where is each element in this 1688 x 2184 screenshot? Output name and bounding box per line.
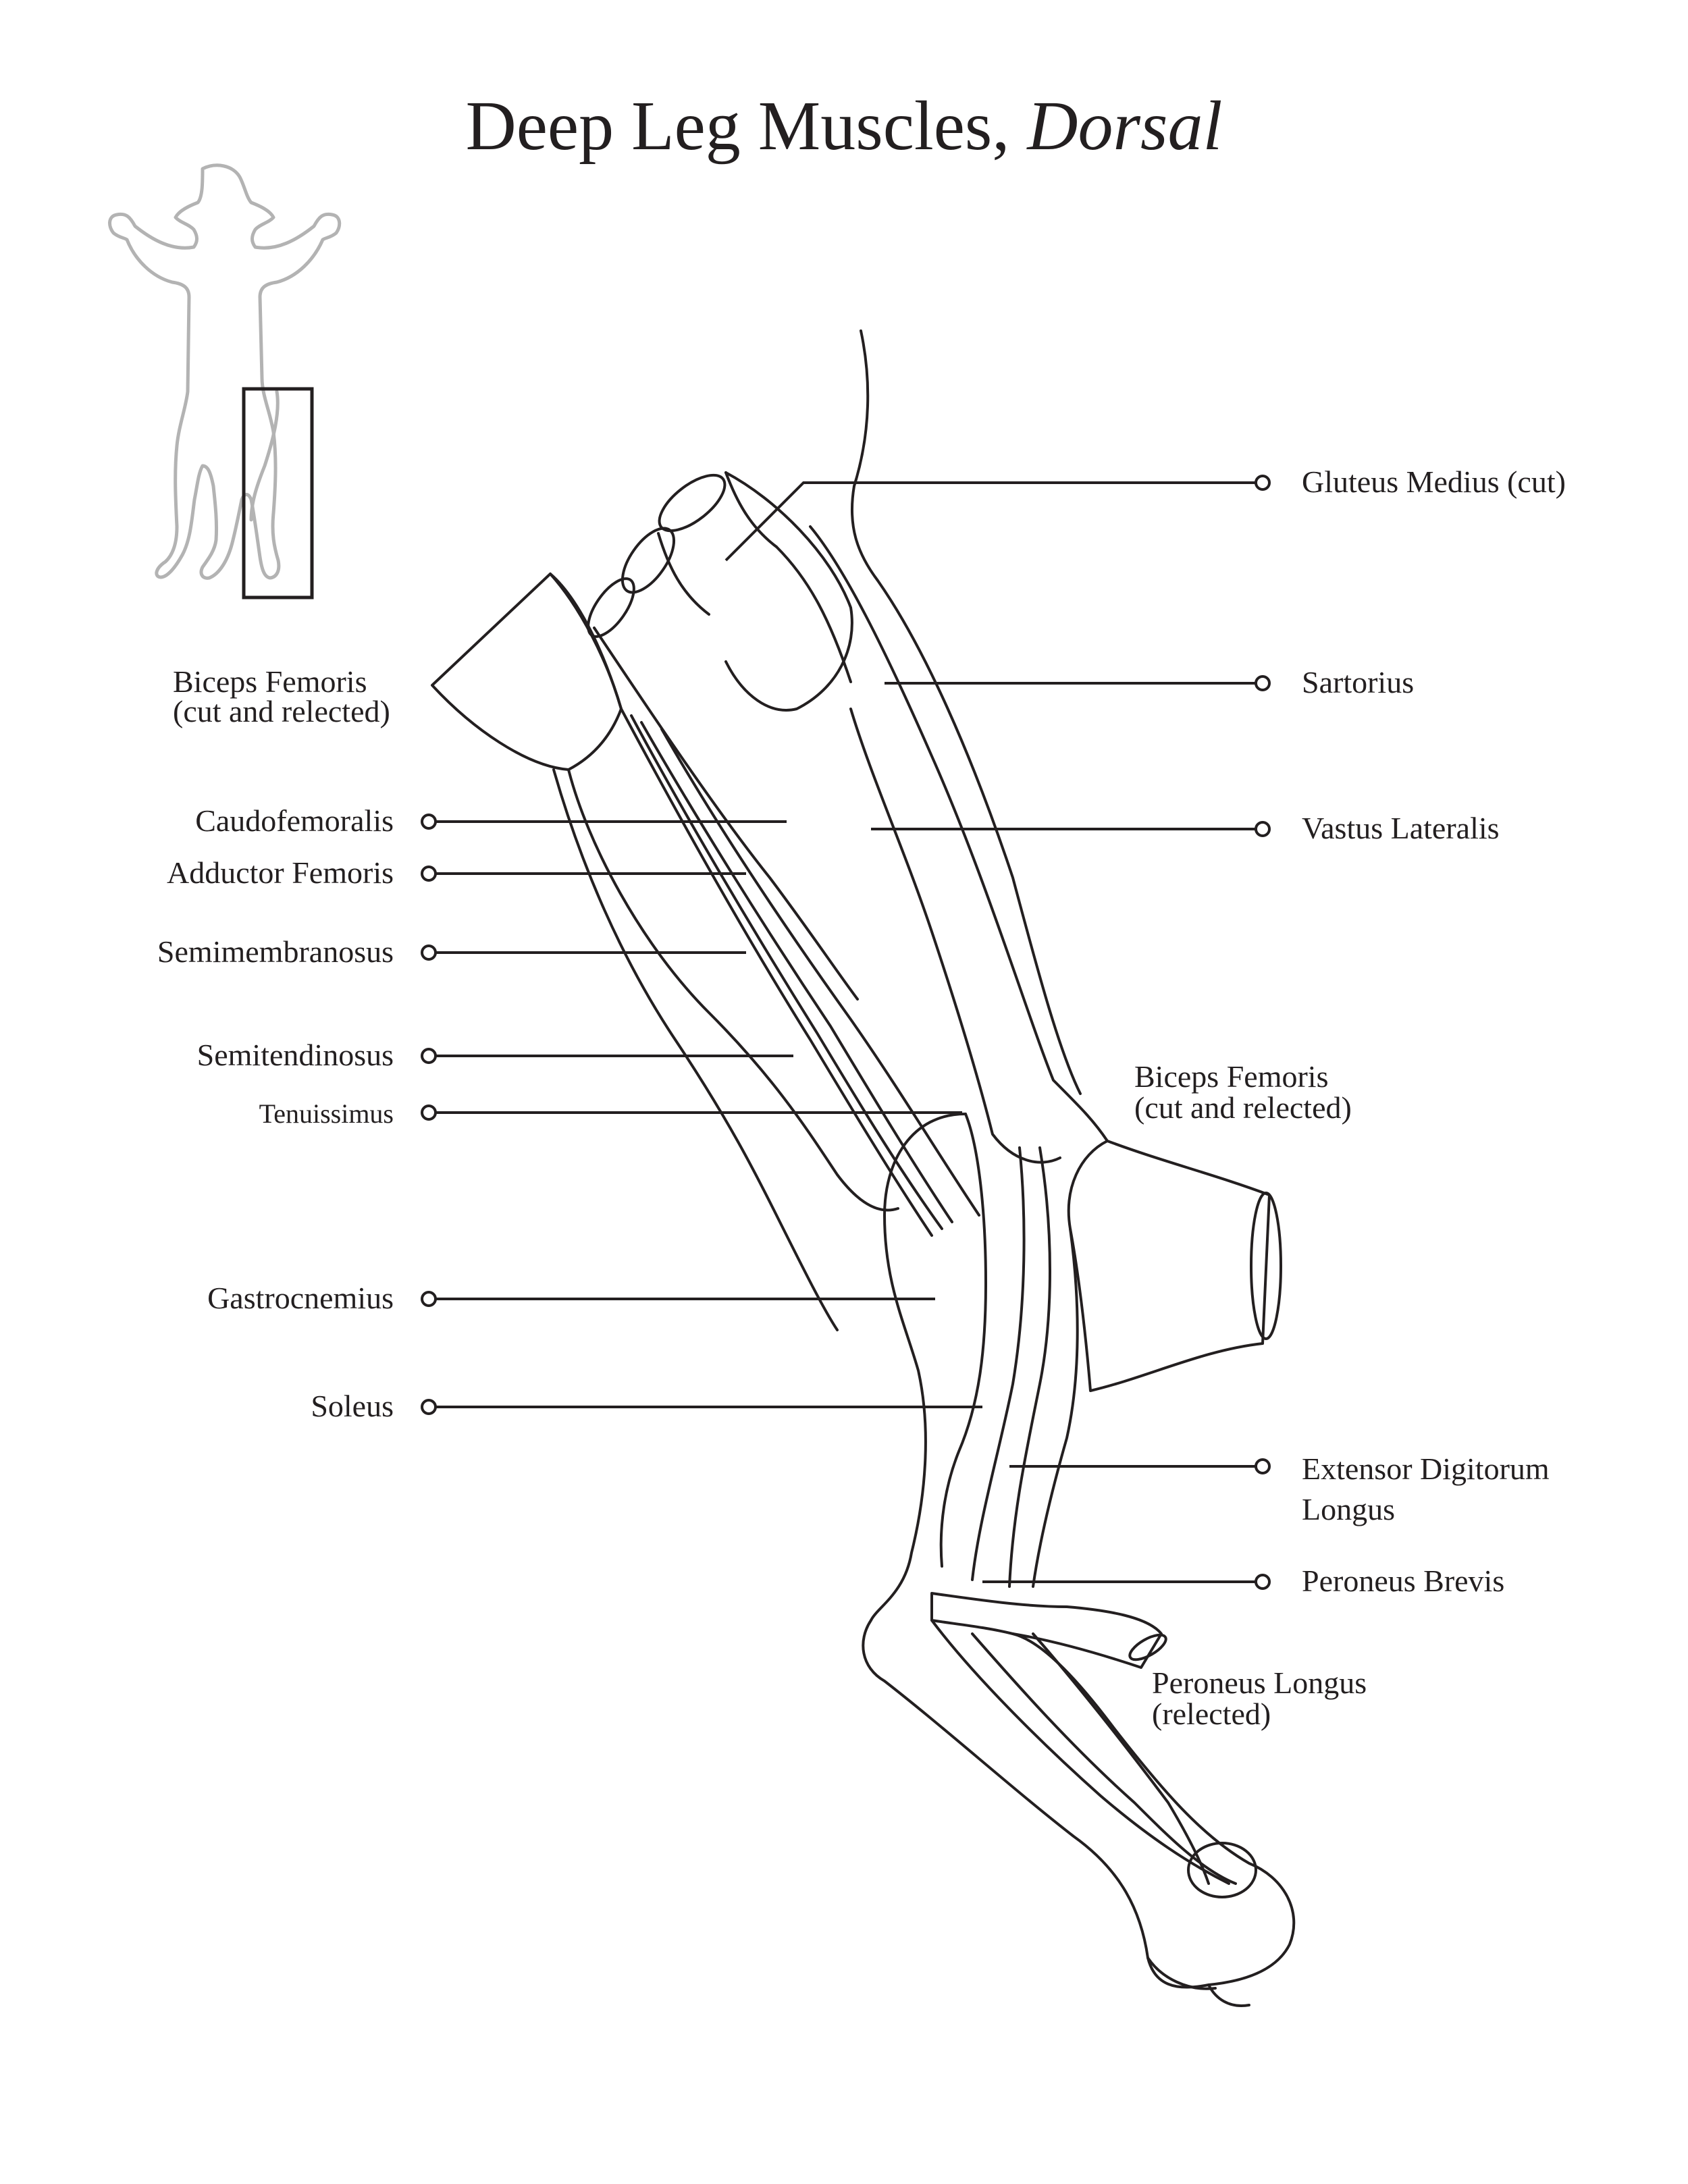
sartorius-cut-end [621, 527, 676, 594]
title-main: Deep Leg Muscles, [465, 87, 1028, 165]
label-tenuissimus: Tenuissimus [259, 1098, 394, 1129]
label-peroneus-longus: Peroneus Longus (relected) [1152, 1668, 1367, 1730]
label-adductor-femoris: Adductor Femoris [166, 855, 394, 890]
pin-extensor-digitorum [1255, 1458, 1271, 1474]
label-peroneus-brevis: Peroneus Brevis [1302, 1564, 1505, 1598]
peroneus-longus-reflected [930, 1592, 1163, 1669]
label-gluteus-medius: Gluteus Medius (cut) [1302, 464, 1566, 499]
biceps-femoris-lower-reflected [1067, 1140, 1271, 1392]
label-biceps-femoris-upper: Biceps Femoris (cut and relected) [173, 664, 390, 728]
gluteus-medius-cut-end [658, 473, 727, 533]
pin-vastus-lateralis [1255, 821, 1271, 837]
label-extensor-digitorum-line2: Longus [1302, 1492, 1395, 1526]
label-caudofemoralis: Caudofemoralis [195, 803, 394, 838]
leg-highlight-box [242, 387, 314, 600]
pin-soleus [421, 1399, 437, 1415]
leg-illustration [431, 329, 1296, 2007]
gastrocnemius-outline [870, 1113, 967, 1622]
pin-gastrocnemius [421, 1291, 437, 1307]
pin-sartorius [1255, 675, 1271, 691]
label-peroneus-longus-line2: (relected) [1152, 1697, 1271, 1731]
label-gastrocnemius: Gastrocnemius [207, 1281, 394, 1315]
label-semimembranosus: Semimembranosus [157, 934, 394, 969]
label-extensor-digitorum-line1: Extensor Digitorum [1302, 1451, 1550, 1486]
label-biceps-femoris-upper-line1: Biceps Femoris [173, 664, 367, 699]
label-biceps-femoris-lower-line1: Biceps Femoris [1134, 1059, 1329, 1094]
pin-adductor-femoris [421, 865, 437, 882]
body-silhouette-thumbnail [108, 163, 342, 580]
title-italic: Dorsal [1027, 87, 1223, 165]
pin-caudofemoralis [421, 814, 437, 830]
label-extensor-digitorum-longus: Extensor Digitorum Longus [1302, 1449, 1550, 1530]
leader-lines [421, 475, 1271, 1590]
biceps-femoris-lower-cut-end [1250, 1192, 1282, 1340]
biceps-femoris-upper-reflected [431, 572, 623, 771]
pin-semitendinosus [421, 1048, 437, 1064]
pin-gluteus-medius [1255, 475, 1271, 491]
pin-peroneus-brevis [1255, 1574, 1271, 1590]
pin-semimembranosus [421, 944, 437, 961]
leader-gluteus-medius [724, 481, 1256, 562]
label-semitendinosus: Semitendinosus [196, 1038, 394, 1072]
label-soleus: Soleus [311, 1389, 394, 1423]
toe-cut-end [1187, 1842, 1257, 1898]
label-biceps-femoris-lower-line2: (cut and relected) [1134, 1090, 1352, 1125]
label-biceps-femoris-upper-line2: (cut and relected) [173, 694, 390, 728]
label-vastus-lateralis: Vastus Lateralis [1302, 811, 1500, 845]
label-biceps-femoris-lower: Biceps Femoris (cut and relected) [1134, 1061, 1352, 1123]
label-sartorius: Sartorius [1302, 665, 1415, 699]
diagram-title: Deep Leg Muscles, Dorsal [0, 87, 1688, 165]
pin-tenuissimus [421, 1104, 437, 1121]
label-peroneus-longus-line1: Peroneus Longus [1152, 1666, 1367, 1700]
